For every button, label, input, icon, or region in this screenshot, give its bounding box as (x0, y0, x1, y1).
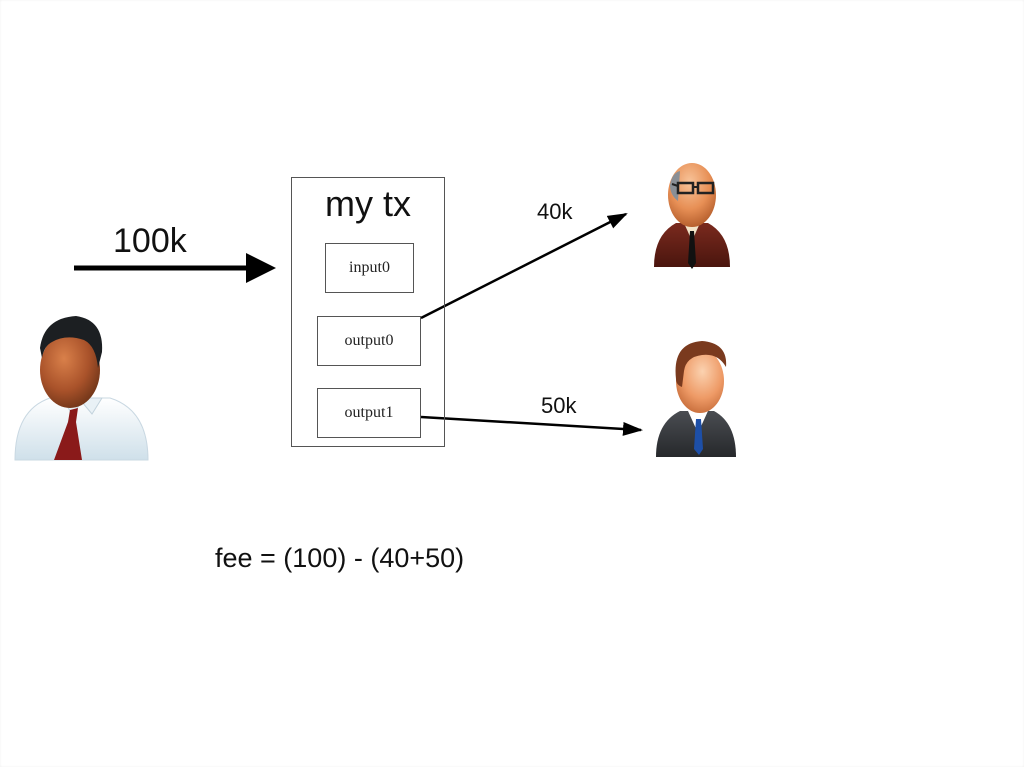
sender-person-icon (14, 316, 149, 461)
output1-amount-label: 50k (541, 393, 577, 418)
recipient-1-person-icon (654, 163, 730, 269)
tx-slot-output0: output0 (317, 316, 421, 366)
slot-label: input0 (349, 259, 390, 276)
input-arrow (74, 253, 276, 283)
recipient-2-person-icon (656, 341, 736, 457)
slot-label: output0 (344, 332, 394, 349)
output0-arrow (420, 212, 628, 320)
tx-slot-input0: input0 (325, 243, 414, 293)
fee-formula: fee = (100) - (40+50) (215, 543, 465, 573)
slot-label: output1 (344, 404, 394, 421)
output0-amount-label: 40k (537, 199, 573, 224)
tx-slot-output1: output1 (317, 388, 421, 438)
transaction-title: my tx (325, 183, 411, 224)
transaction-box (291, 177, 445, 447)
input-amount-label: 100k (113, 222, 187, 260)
output1-arrow (420, 415, 643, 436)
